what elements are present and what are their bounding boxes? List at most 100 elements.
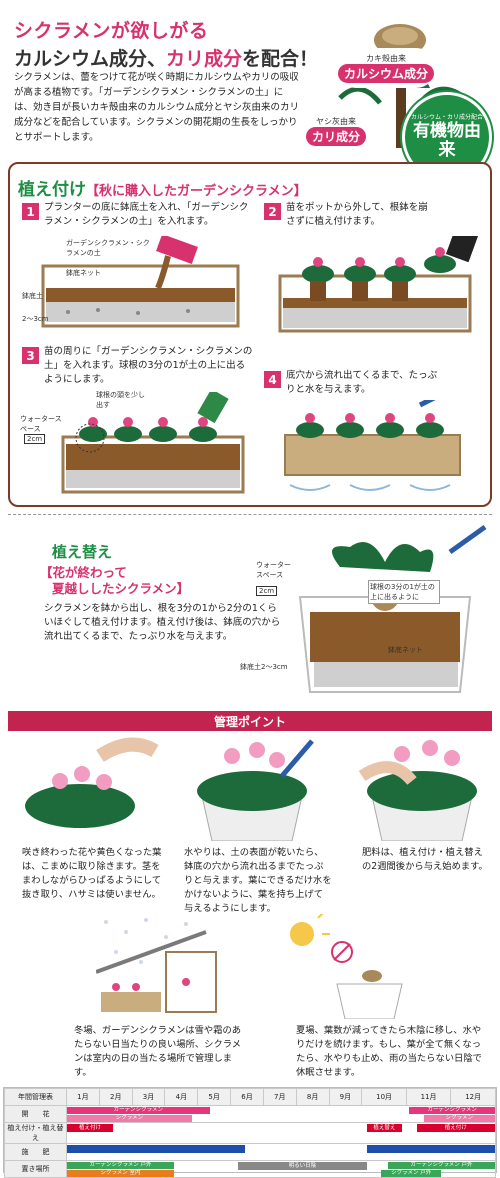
calendar-bar: [366, 1145, 495, 1153]
seal-main-text: 有機物由来: [413, 121, 481, 160]
calcium-badge-top: カキ殻由来: [366, 54, 406, 63]
step-1-number: 1: [22, 203, 39, 220]
calendar-bar: シクラメン: [67, 1115, 192, 1122]
bulb-label: 球根の頭を少し出す: [96, 391, 145, 409]
step-2-number: 2: [264, 203, 281, 220]
base-label-1: 鉢底土: [22, 292, 43, 300]
seal-ring-text: カルシウム・カリ成分配合: [410, 114, 483, 121]
bars-location: ガーデンシクラメン 戸外シクラメン 室内明るい日陰ガーデンシクラメン 戸外シクラ…: [66, 1160, 496, 1178]
month-6: 6月: [230, 1088, 264, 1106]
month-2: 2月: [98, 1088, 133, 1106]
calendar-bar: 植え付け: [416, 1124, 495, 1132]
step-3-illustration: [61, 392, 245, 494]
bars-fertilize: [66, 1143, 496, 1161]
calendar-header-label: 年間管理表: [4, 1088, 67, 1106]
headline-line2: カルシウム成分、カリ成分を配合！: [14, 44, 318, 71]
month-12: 12月: [450, 1088, 496, 1106]
month-8: 8月: [295, 1088, 330, 1106]
step-3-number: 3: [22, 347, 39, 364]
month-1: 1月: [66, 1088, 100, 1106]
net-label-2: 鉢底ネット: [388, 646, 423, 654]
calendar-bar: 明るい日陰: [238, 1162, 367, 1170]
row-label-bloom: 開 花: [4, 1105, 67, 1123]
calendar-header-row: 年間管理表 1月 2月 3月 4月 5月 6月 7月 8月 9月 10月 11月…: [4, 1088, 496, 1106]
headline-pink: カリ成分: [166, 48, 243, 70]
month-10: 10月: [361, 1088, 407, 1106]
calendar-row-planting: 植え付け・植え替え植え付け植え替え植え付け: [4, 1122, 496, 1144]
ws-depth-label-1: 2cm: [24, 434, 46, 444]
tip-4-text: 冬場、ガーデンシクラメンは雪や霜のあたらない日当たりの良い場所、シクラメンは室内…: [74, 1025, 242, 1078]
step-4-illustration: [284, 400, 461, 491]
calendar-bar: ガーデンシクラメン 戸外: [388, 1162, 495, 1169]
step-4-number: 4: [264, 371, 281, 388]
calendar-bar: 植え替え: [366, 1124, 403, 1132]
headline-pre: カルシウム成分、: [14, 48, 167, 70]
ws-depth-label-2: 2cm: [256, 586, 278, 596]
tip-1-illustration: [25, 737, 159, 828]
net-label-1: 鉢底ネット: [66, 269, 101, 277]
step-4-text: 底穴から流れ出てくるまで、たっぷりと水を与えます。: [286, 370, 438, 395]
step-1-text: プランターの底に鉢底土を入れ、「ガーデンシクラメン・シクラメンの土」を入れます。: [44, 202, 249, 227]
bars-bloom: ガーデンシクラメンシクラメンガーデンシクラメンシクラメン: [66, 1105, 496, 1123]
tip-5-illustration: [290, 914, 403, 1019]
row-label-planting: 植え付け・植え替え: [4, 1122, 67, 1144]
planting-title-text: 植え付け: [18, 180, 86, 200]
tip-3-text: 肥料は、植え付け・植え替えの2週間後から与え始めます。: [362, 847, 488, 872]
water-space-label-2: ウォータースペース: [256, 561, 291, 579]
repot-section: [8, 514, 492, 704]
soil-label: ガーデンシクラメン・シクラメンの土: [66, 239, 150, 257]
water-space-label-1: ウォータースペース: [20, 415, 62, 433]
calcium-badge: カキ殻由来 カルシウム成分: [336, 48, 436, 88]
step-3-text: 苗の周りに「ガーデンシクラメン・シクラメンの土」を入れます。球根の3分の1が土の…: [44, 346, 253, 385]
calendar-bar: シクラメン 戸外: [380, 1170, 442, 1177]
row-label-fertilize: 施 肥: [4, 1143, 67, 1161]
repot-text: シクラメンを鉢から出し、根を3分の1から2分の1くらいほぐして植え付けます。植え…: [44, 603, 281, 642]
calendar-bar: ガーデンシクラメン: [67, 1107, 210, 1114]
calendar-table: 年間管理表 1月 2月 3月 4月 5月 6月 7月 8月 9月 10月 11月…: [4, 1088, 496, 1178]
potassium-badge: ヤシ灰由来 カリ成分: [296, 112, 376, 150]
depth-label-1: 2～3cm: [22, 315, 49, 323]
tip-2-text: 水やりは、土の表面が乾いたら、鉢底の穴から流れ出るまでたっぷりと与えます。葉にで…: [184, 847, 332, 914]
intro-text: シクラメンは、蕾をつけて花が咲く時期にカルシウムやカリの吸収が高まる植物です。「…: [14, 72, 300, 143]
calendar-bar: ガーデンシクラメン: [409, 1107, 495, 1114]
month-11: 11月: [405, 1088, 452, 1106]
month-7: 7月: [262, 1088, 297, 1106]
repot-illustration: [298, 524, 487, 693]
base-label-2: 鉢底土2～3cm: [240, 663, 288, 671]
month-3: 3月: [131, 1088, 166, 1106]
calendar-bar: 植え付け: [67, 1124, 114, 1132]
calendar-bar: ガーデンシクラメン 戸外: [67, 1162, 174, 1169]
month-5: 5月: [197, 1088, 232, 1106]
tip-2-illustration: [197, 739, 314, 841]
headline-line1: シクラメンが欲しがる: [14, 20, 209, 42]
repot-subtitle-1: 【花が終わって: [40, 565, 127, 580]
calendar-row-location: 置き場所ガーデンシクラメン 戸外シクラメン 室内明るい日陰ガーデンシクラメン 戸…: [4, 1160, 496, 1178]
bars-planting: 植え付け 植え替え 植え付け: [66, 1122, 496, 1144]
headline-post: を配合！: [242, 48, 319, 70]
tip-3-illustration: [358, 740, 477, 841]
calendar-row-bloom: 開 花ガーデンシクラメンシクラメンガーデンシクラメンシクラメン: [4, 1105, 496, 1123]
planting-title: 植え付け【秋に購入したガーデンシクラメン】: [18, 175, 307, 200]
tip-5-text: 夏場、葉数が減ってきたら木陰に移し、水やりだけを続けます。もし、葉が全て無くなっ…: [296, 1025, 482, 1078]
repot-subtitle-2: 夏越ししたシクラメン】: [52, 581, 190, 596]
potassium-badge-top: ヤシ灰由来: [316, 117, 356, 126]
planting-subtitle: 【秋に購入したガーデンシクラメン】: [86, 184, 307, 199]
step-1-illustration: [41, 236, 240, 328]
tip-4-illustration: [96, 918, 217, 1013]
step-2-illustration: [278, 236, 479, 333]
step-2-text: 苗をポットから外して、根鉢を崩さずに植え付けます。: [286, 202, 428, 227]
month-4: 4月: [164, 1088, 199, 1106]
calcium-badge-main: カルシウム成分: [337, 64, 434, 83]
calendar-bar: シクラメン 室内: [67, 1170, 174, 1177]
management-title: 管理ポイント: [8, 711, 492, 731]
repot-subtitle: 【花が終わって 夏越ししたシクラメン】: [40, 565, 189, 597]
tip-1-text: 咲き終わった花や黄色くなった葉は、こまめに取り除きます。茎をまわしながらひっぱる…: [22, 847, 162, 900]
calendar-bar: [67, 1145, 246, 1153]
annual-calendar: 年間管理表 1月 2月 3月 4月 5月 6月 7月 8月 9月 10月 11月…: [3, 1087, 497, 1178]
potassium-badge-main: カリ成分: [305, 127, 366, 146]
calendar-row-fertilize: 施 肥: [4, 1143, 496, 1161]
calendar-bar: シクラメン: [423, 1115, 495, 1122]
repot-bulb-label: 球根の3分の1が土の上に出るように: [368, 580, 440, 604]
month-9: 9月: [328, 1088, 363, 1106]
repot-title: 植え替え: [52, 543, 113, 561]
